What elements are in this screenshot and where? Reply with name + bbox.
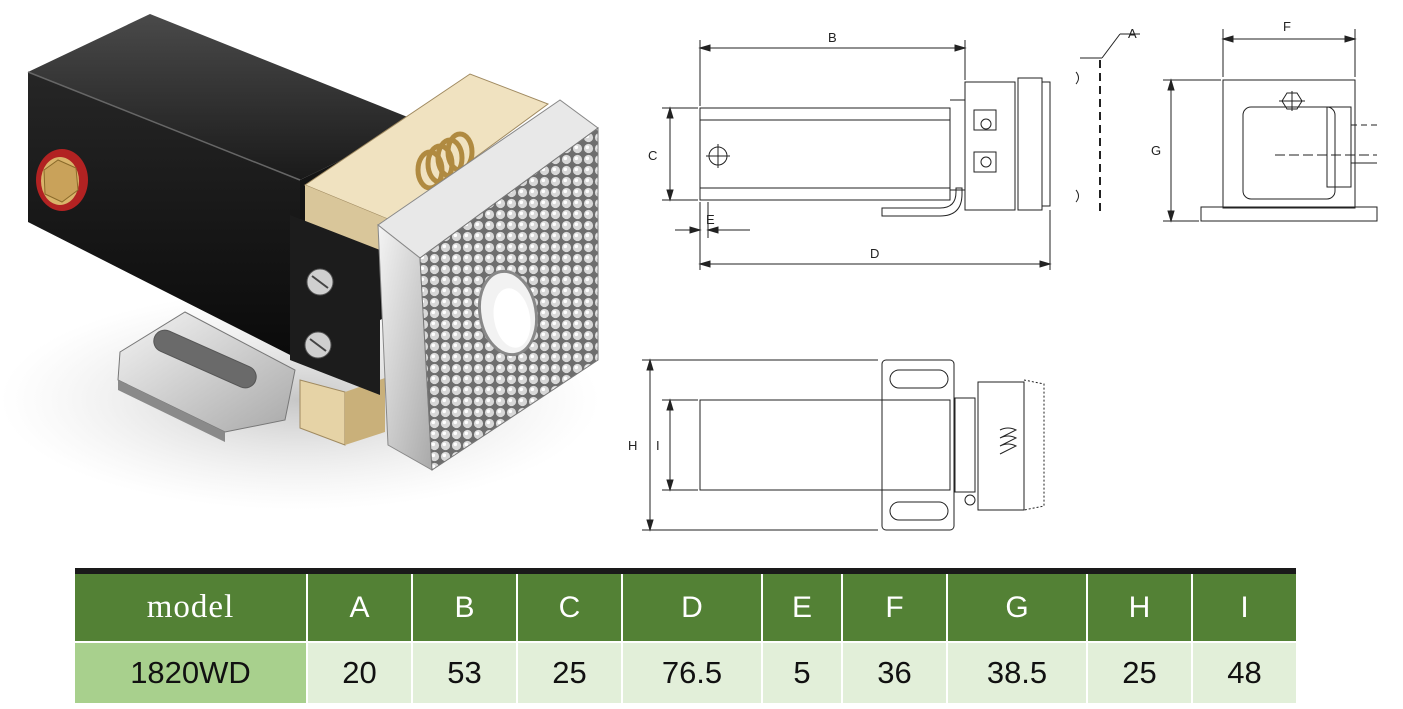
side-body-outline (699, 107, 951, 201)
dotted-faceplate (377, 99, 599, 471)
dim-label-e: E (706, 212, 715, 227)
end-view-drawing: F G (1151, 19, 1378, 223)
top-view-drawing: H I (628, 358, 1045, 532)
side-view-drawing: B D C E A (648, 26, 1140, 270)
header-h: H (1086, 568, 1192, 642)
cell-g: 38.5 (946, 641, 1087, 703)
switch-block (290, 215, 380, 395)
header-model: model (75, 568, 307, 642)
header-d: D (621, 568, 762, 642)
dim-label-g: G (1151, 143, 1161, 158)
header-c: C (516, 568, 622, 642)
cell-h: 25 (1086, 641, 1192, 703)
product-render (0, 14, 600, 510)
header-a: A (306, 568, 412, 642)
header-b: B (411, 568, 517, 642)
cell-model: 1820WD (75, 641, 307, 703)
dim-label-f: F (1283, 19, 1291, 34)
cell-d: 76.5 (621, 641, 762, 703)
beige-frame (299, 73, 550, 446)
cell-f: 36 (841, 641, 947, 703)
spec-table: model A B C D E F G H I 1820WD 20 53 25 … (75, 568, 1296, 703)
adjusting-bolt (36, 149, 88, 211)
dim-label-b: B (828, 30, 837, 45)
dim-label-c: C (648, 148, 657, 163)
top-body-outline (699, 399, 951, 491)
dim-label-d: D (870, 246, 879, 261)
dim-label-h: H (628, 438, 637, 453)
cell-b: 53 (411, 641, 517, 703)
header-i: I (1191, 568, 1296, 642)
bracket-foot (117, 311, 296, 442)
dim-label-i: I (656, 438, 660, 453)
table-row: 1820WD 20 53 25 76.5 5 36 38.5 25 48 (75, 641, 1296, 703)
cell-e: 5 (761, 641, 842, 703)
header-f: F (841, 568, 947, 642)
cell-c: 25 (516, 641, 622, 703)
header-e: E (761, 568, 842, 642)
end-body-outline (1222, 79, 1356, 209)
dim-label-a: A (1128, 26, 1137, 41)
table-header-row: model A B C D E F G H I (75, 568, 1296, 642)
header-g: G (946, 568, 1087, 642)
cell-i: 48 (1191, 641, 1296, 703)
cell-a: 20 (306, 641, 412, 703)
